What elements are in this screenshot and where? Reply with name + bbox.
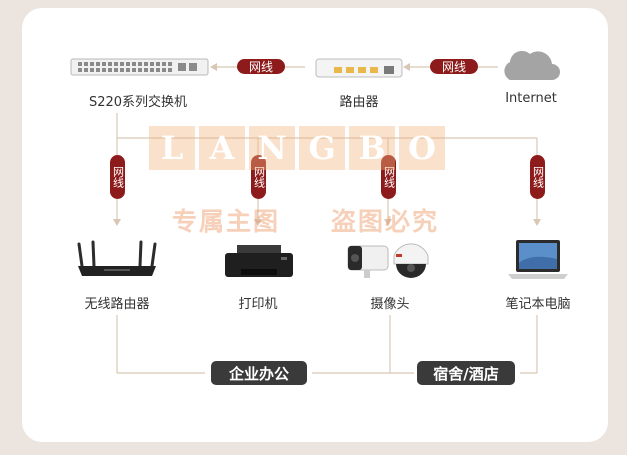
watermark-letter: O [399,126,445,170]
cable-label-router-internet: 网线 [430,59,478,74]
watermark-letter: B [349,126,395,170]
cable-label-wireless: 网线 [110,155,125,199]
router-label: 路由器 [339,95,379,110]
cable-label-camera: 网线 [381,155,396,199]
laptop-label: 笔记本电脑 [505,297,571,312]
cable-label-switch-router: 网线 [237,59,285,74]
watermark-text-left: 专属主图 [172,207,281,236]
switch-icon [70,58,209,76]
watermark-text-right: 盗图必究 [331,207,440,236]
router-icon [315,58,403,78]
cable-label-printer: 网线 [251,155,266,199]
internet-label: Internet [505,91,557,106]
switch-label: S220系列交换机 [88,95,188,110]
watermark-letters: L A N G B O [149,126,445,170]
watermark-letter: N [249,126,295,170]
office-zone-badge: 企业办公 [211,361,307,385]
watermark-letter: A [199,126,245,170]
cable-label-laptop: 网线 [530,155,545,199]
camera-icon [347,243,429,278]
wireless-router-icon [77,240,157,276]
watermark-letter: G [299,126,345,170]
hotel-zone-badge: 宿舍/酒店 [417,361,515,385]
wireless-router-label: 无线路由器 [84,297,150,312]
camera-label: 摄像头 [370,297,410,312]
printer-icon [225,245,293,277]
watermark-letter: L [149,126,195,170]
laptop-icon [508,240,568,279]
printer-label: 打印机 [238,297,278,312]
cloud-icon [504,50,560,80]
